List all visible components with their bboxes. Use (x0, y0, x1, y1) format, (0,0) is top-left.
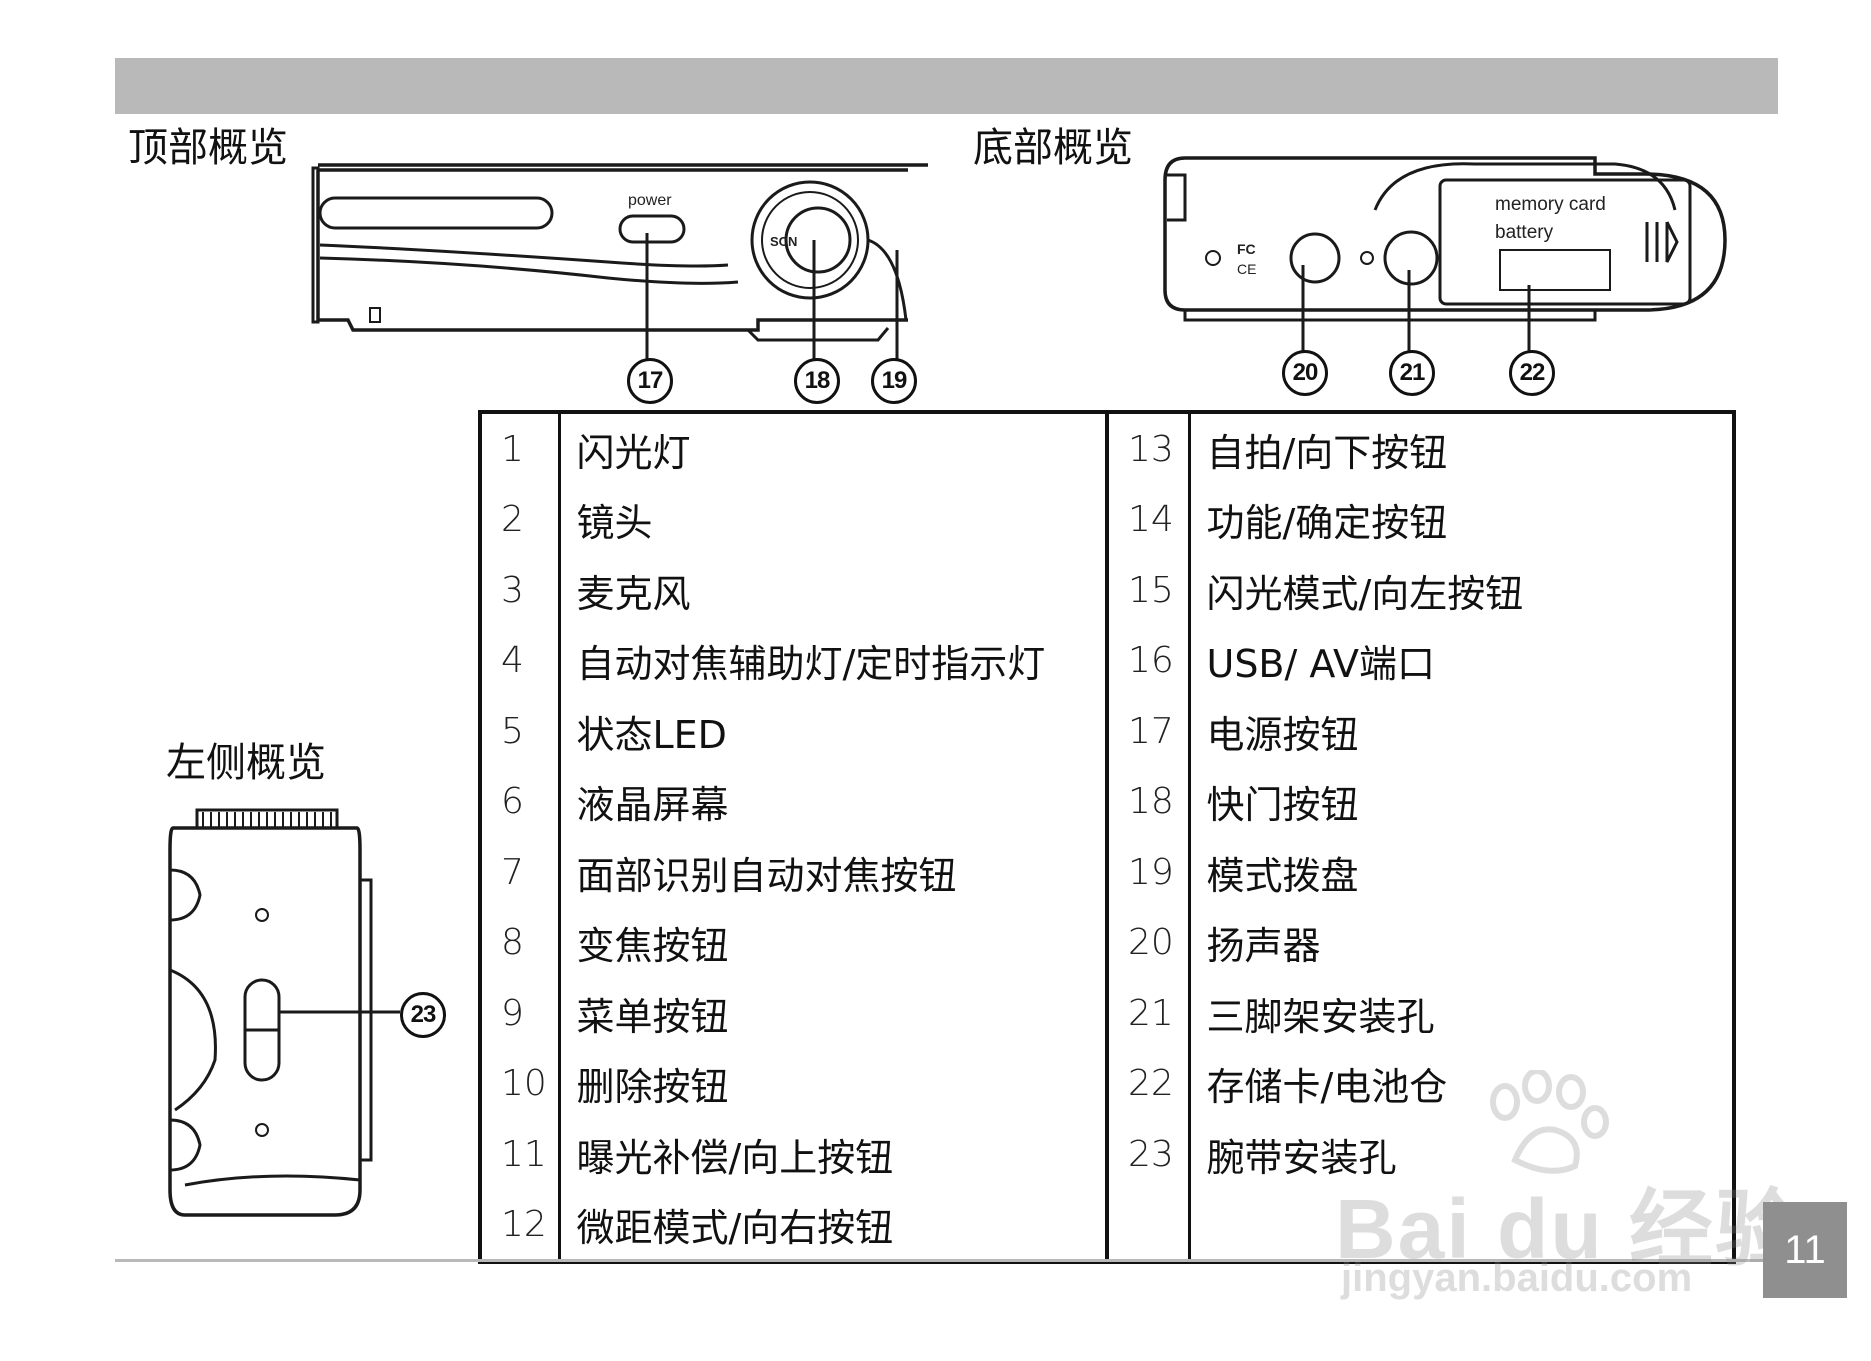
part-name: 麦克风 (557, 555, 1107, 626)
part-number: 17 (1105, 696, 1189, 767)
callout-20: 20 (1282, 350, 1328, 396)
part-number: 3 (501, 569, 524, 611)
memory-card-label: memory card (1495, 194, 1606, 215)
part-name: 腕带安装孔 (1187, 1119, 1734, 1190)
part-number: 10 (501, 1063, 547, 1105)
part-name: 自拍/向下按钮 (1187, 412, 1734, 485)
bottom-overview-title: 底部概览 (973, 125, 1133, 171)
part-name: USB/ AV端口 (1187, 625, 1734, 696)
part-name: 存储卡/电池仓 (1187, 1048, 1734, 1119)
part-name: 模式拨盘 (1187, 837, 1734, 908)
camera-top-view: power SCN (311, 163, 928, 342)
table-row: 1 闪光灯 13 自拍/向下按钮 (480, 412, 1734, 485)
callout-18: 18 (794, 358, 840, 404)
part-number: 11 (501, 1133, 547, 1175)
callout-23: 23 (400, 992, 446, 1038)
part-number: 16 (1105, 625, 1189, 696)
page-number: 11 (1763, 1202, 1847, 1298)
part-name: 扬声器 (1187, 907, 1734, 978)
left-overview-title: 左侧概览 (166, 740, 326, 786)
part-name: 状态LED (557, 696, 1107, 767)
empty-cell (1187, 1189, 1734, 1262)
callout-19: 19 (871, 358, 917, 404)
part-name: 菜单按钮 (557, 978, 1107, 1049)
table-row: 2 镜头 14 功能/确定按钮 (480, 484, 1734, 555)
part-number: 18 (1105, 766, 1189, 837)
part-number: 20 (1105, 907, 1189, 978)
part-name: 曝光补偿/向上按钮 (557, 1119, 1107, 1190)
table-row: 3 麦克风 15 闪光模式/向左按钮 (480, 555, 1734, 626)
top-overview-title: 顶部概览 (128, 125, 288, 171)
part-name: 功能/确定按钮 (1187, 484, 1734, 555)
part-name: 电源按钮 (1187, 696, 1734, 767)
table-row: 4 自动对焦辅助灯/定时指示灯 16 USB/ AV端口 (480, 625, 1734, 696)
part-number: 2 (501, 499, 524, 541)
part-number: 23 (1105, 1119, 1189, 1190)
svg-text:FC: FC (1237, 241, 1256, 257)
part-number: 4 (501, 640, 524, 682)
svg-text:CE: CE (1237, 261, 1256, 277)
footer-rule (115, 1259, 1778, 1262)
header-bar (115, 58, 1778, 114)
part-number: 13 (1105, 412, 1189, 485)
part-name: 快门按钮 (1187, 766, 1734, 837)
part-name: 自动对焦辅助灯/定时指示灯 (557, 625, 1107, 696)
part-number: 1 (501, 428, 524, 470)
table-row: 12 微距模式/向右按钮 (480, 1189, 1734, 1262)
table-row: 5 状态LED 17 电源按钮 (480, 696, 1734, 767)
part-name: 闪光灯 (557, 412, 1107, 485)
part-number: 5 (501, 710, 524, 752)
part-name: 变焦按钮 (557, 907, 1107, 978)
part-name: 面部识别自动对焦按钮 (557, 837, 1107, 908)
part-name: 镜头 (557, 484, 1107, 555)
part-number: 22 (1105, 1048, 1189, 1119)
part-number: 14 (1105, 484, 1189, 555)
part-name: 液晶屏幕 (557, 766, 1107, 837)
battery-label: battery (1495, 222, 1554, 243)
table-row: 8 变焦按钮 20 扬声器 (480, 907, 1734, 978)
part-number: 9 (501, 992, 524, 1034)
table-row: 6 液晶屏幕 18 快门按钮 (480, 766, 1734, 837)
callout-22: 22 (1509, 350, 1555, 396)
part-name: 微距模式/向右按钮 (557, 1189, 1107, 1262)
part-number: 21 (1105, 978, 1189, 1049)
table-row: 9 菜单按钮 21 三脚架安装孔 (480, 978, 1734, 1049)
part-number: 8 (501, 922, 524, 964)
part-number: 19 (1105, 837, 1189, 908)
camera-bottom-view: memory card battery FC CE (1163, 156, 1727, 322)
table-row: 10 删除按钮 22 存储卡/电池仓 (480, 1048, 1734, 1119)
empty-cell (1105, 1189, 1189, 1262)
part-name: 三脚架安装孔 (1187, 978, 1734, 1049)
power-label: power (628, 192, 672, 209)
callout-17: 17 (627, 358, 673, 404)
parts-table: 1 闪光灯 13 自拍/向下按钮 2 镜头 14 功能/确定按钮 3 麦克风 1… (478, 410, 1736, 1264)
callout-21: 21 (1389, 350, 1435, 396)
scn-label: SCN (770, 234, 797, 249)
table-row: 7 面部识别自动对焦按钮 19 模式拨盘 (480, 837, 1734, 908)
camera-left-view (168, 808, 373, 1217)
part-name: 闪光模式/向左按钮 (1187, 555, 1734, 626)
part-number: 6 (501, 781, 524, 823)
part-name: 删除按钮 (557, 1048, 1107, 1119)
part-number: 7 (501, 851, 524, 893)
part-number: 15 (1105, 555, 1189, 626)
table-row: 11 曝光补偿/向上按钮 23 腕带安装孔 (480, 1119, 1734, 1190)
part-number: 12 (501, 1204, 547, 1246)
